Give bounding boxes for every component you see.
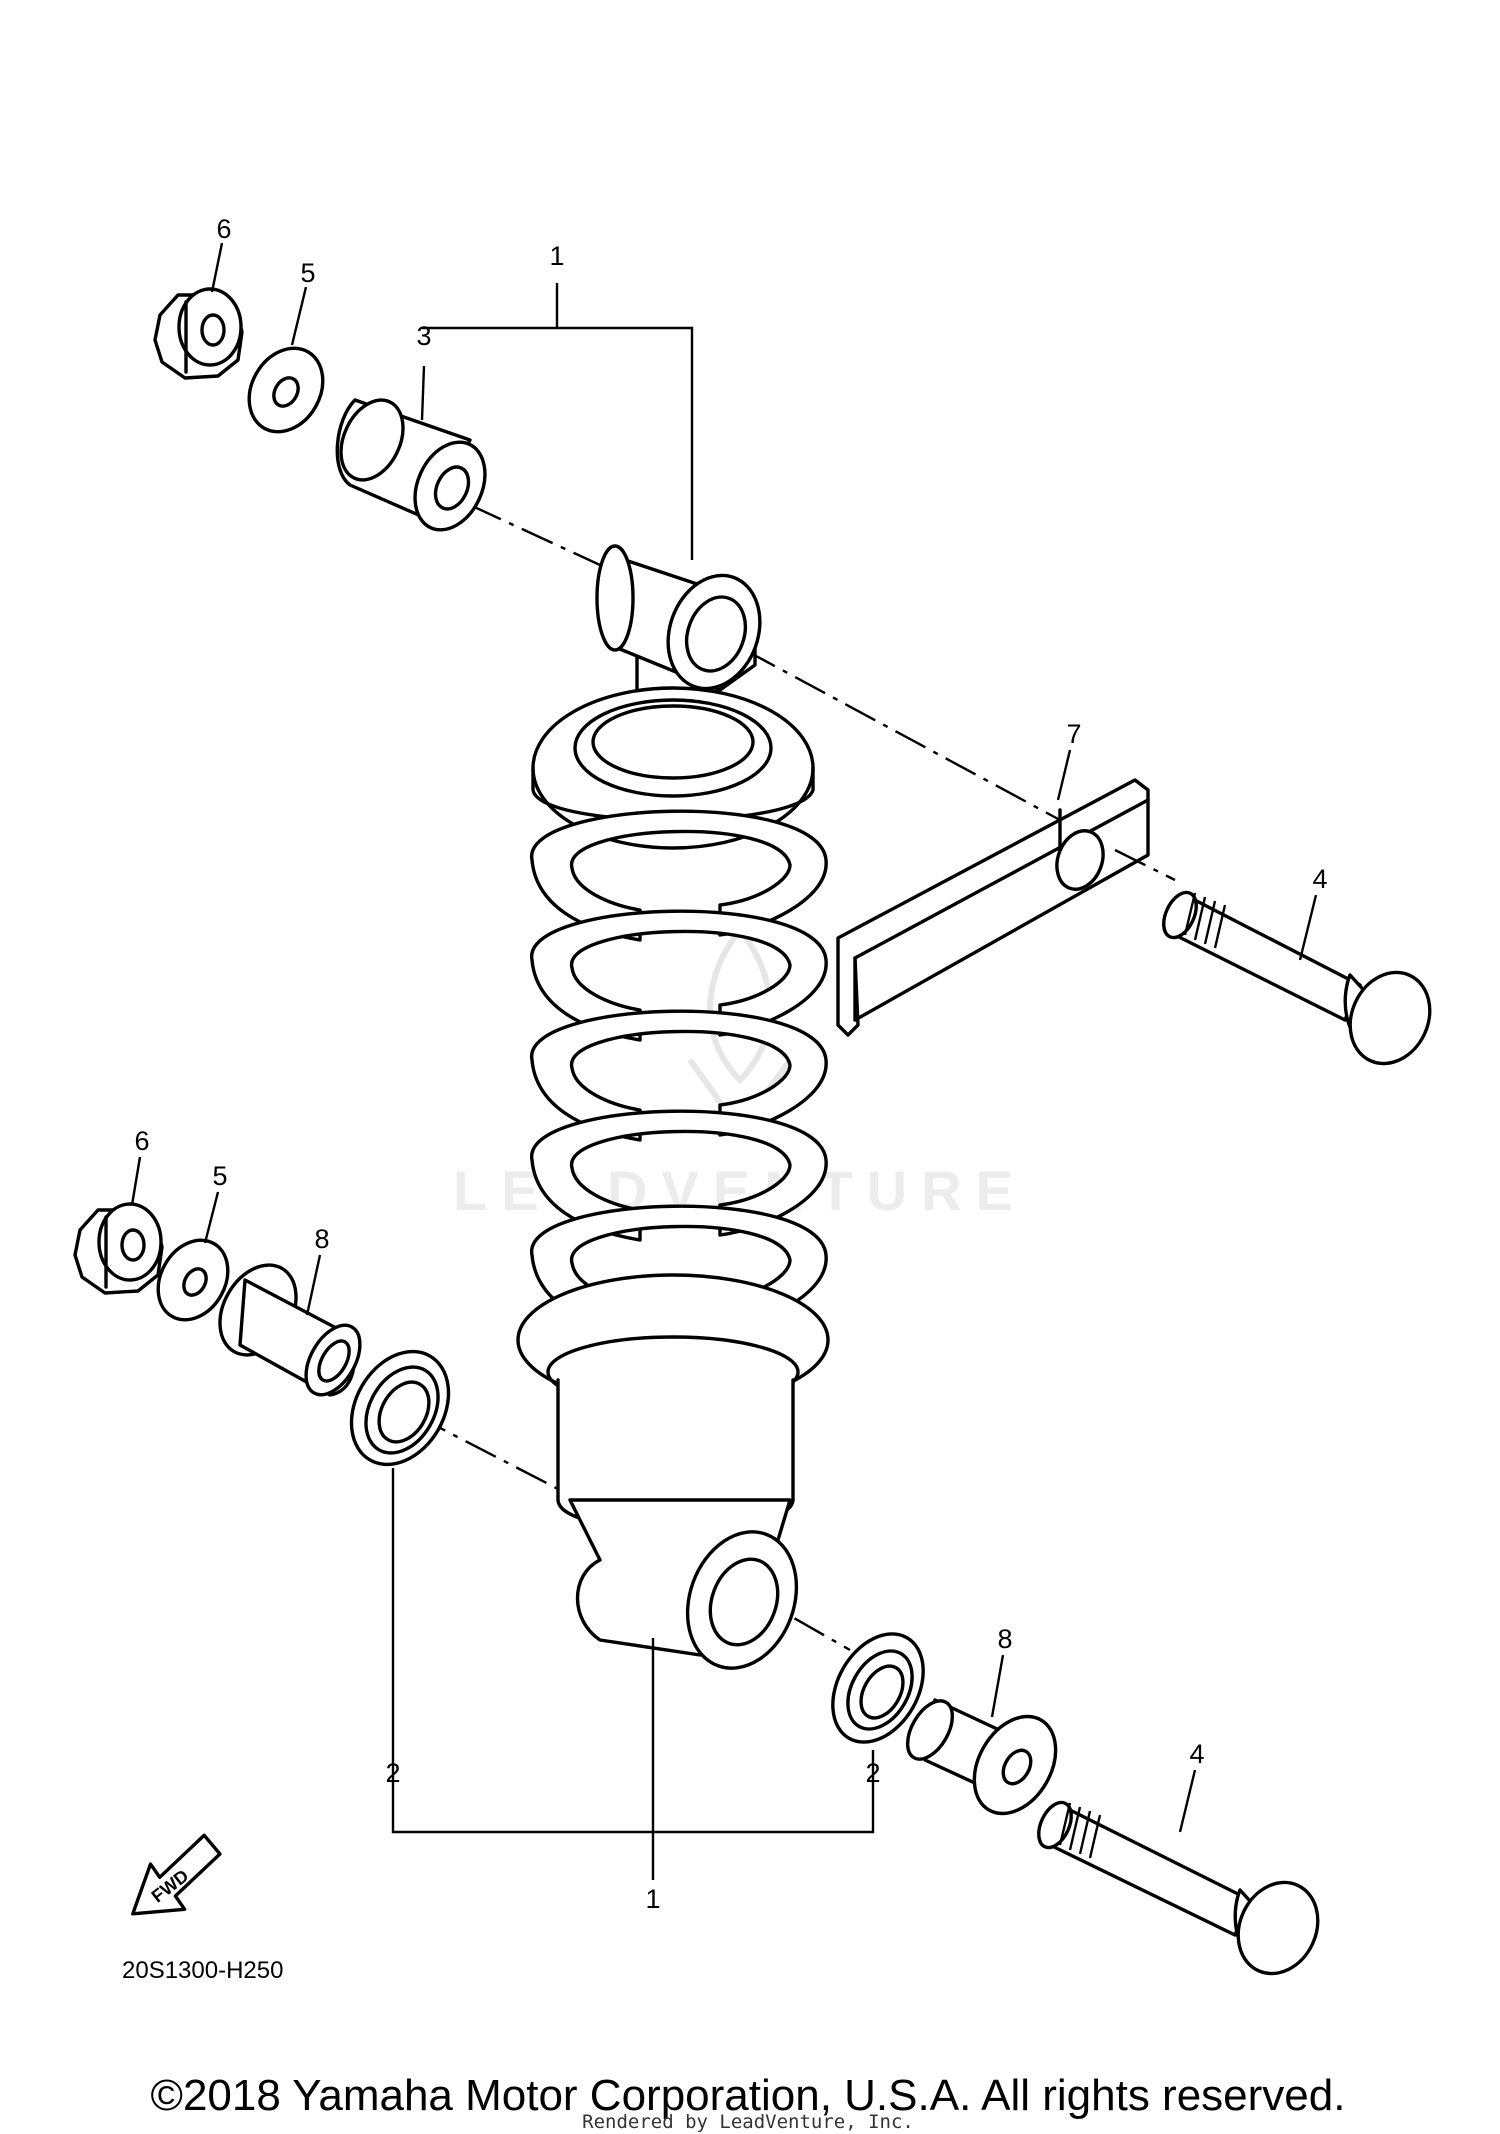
lower-nut-part [73, 1202, 164, 1295]
callout-label: 4 [1189, 1739, 1204, 1769]
diagram-part-number: 20S1300-H250 [122, 1957, 283, 1984]
lower-washer-part [156, 1238, 230, 1322]
lower-right-collar-part [905, 1698, 1058, 1816]
upper-collar-part [335, 398, 487, 532]
callout-label: 6 [216, 214, 231, 244]
rendered-by-notice: Rendered by LeadVenture, Inc. [582, 2111, 914, 2133]
callout-label: 8 [314, 1224, 329, 1254]
lower-left-collar-part [218, 1263, 362, 1397]
callout-label: 7 [1066, 719, 1081, 749]
lower-bolt-part [1037, 1800, 1320, 1976]
lower-right-bearing-part [831, 1632, 925, 1744]
callout-label: 2 [385, 1758, 400, 1788]
callout-label: 5 [212, 1161, 227, 1191]
upper-bolt-part [1162, 890, 1432, 1066]
upper-nut-part [153, 287, 244, 380]
bracket-part [836, 778, 1150, 1037]
callout-label: 6 [134, 1126, 149, 1156]
copyright-notice: ©2018 Yamaha Motor Corporation, U.S.A. A… [151, 2071, 1346, 2120]
callout-label: 8 [997, 1624, 1012, 1654]
callout-label: 2 [865, 1758, 880, 1788]
callout-label: 4 [1312, 864, 1327, 894]
callout-label: 1 [645, 1884, 660, 1914]
callout-labels: 6 5 1 3 7 4 6 5 8 8 4 2 2 1 [134, 214, 1327, 1914]
callout-label: 5 [300, 258, 315, 288]
shock-absorber-part [516, 544, 830, 1670]
upper-washer-part [247, 346, 325, 434]
callout-label: 1 [549, 241, 564, 271]
callout-label: 3 [416, 321, 431, 351]
fwd-arrow-icon: FWD [131, 1833, 222, 1916]
leader-lines [130, 242, 1318, 1880]
lower-left-bearing-part [349, 1349, 451, 1467]
